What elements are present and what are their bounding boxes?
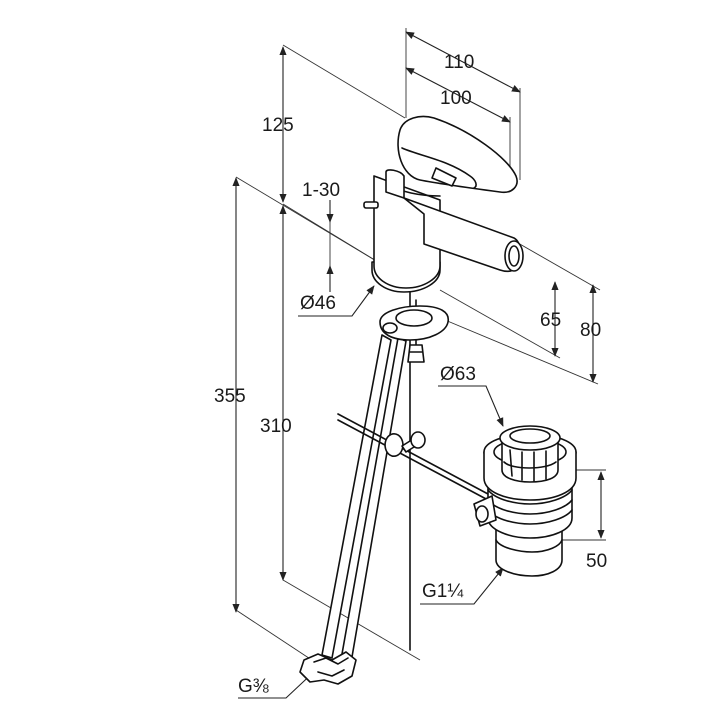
dimension-labels: 110 100 125 1-30 Ø46 65 80 Ø63 355 310 5…: [214, 52, 607, 697]
pop-up-waste-valve: [473, 425, 577, 577]
dim-label-g38: G⅜: [238, 676, 269, 697]
dim-label-100: 100: [440, 88, 472, 109]
leader-g114: [420, 567, 504, 605]
dim-label-d63: Ø63: [440, 364, 476, 385]
mounting-clamp: [379, 305, 449, 363]
supply-hoses: [321, 289, 417, 659]
extension-lines: [235, 28, 606, 673]
dim-label-355: 355: [214, 386, 246, 407]
dim-label-310: 310: [260, 416, 292, 437]
dim-line-100: [405, 67, 511, 123]
leader-d46: [298, 285, 375, 317]
dim-label-50: 50: [586, 551, 607, 572]
hose-connector-g38: [299, 651, 357, 685]
dimension-lines: [232, 31, 605, 699]
leader-d63: [438, 385, 504, 427]
dim-label-80: 80: [580, 320, 601, 341]
pop-up-pull-rod: [337, 413, 489, 501]
lever-handle: [397, 115, 518, 194]
dim-label-110: 110: [444, 52, 474, 73]
dim-label-65: 65: [540, 310, 561, 331]
dim-label-1-30: 1-30: [302, 180, 340, 201]
dim-label-g114: G1¼: [422, 581, 464, 602]
dim-label-d46: Ø46: [300, 293, 336, 314]
dim-label-125: 125: [262, 115, 294, 136]
mixer-body: [363, 115, 524, 293]
